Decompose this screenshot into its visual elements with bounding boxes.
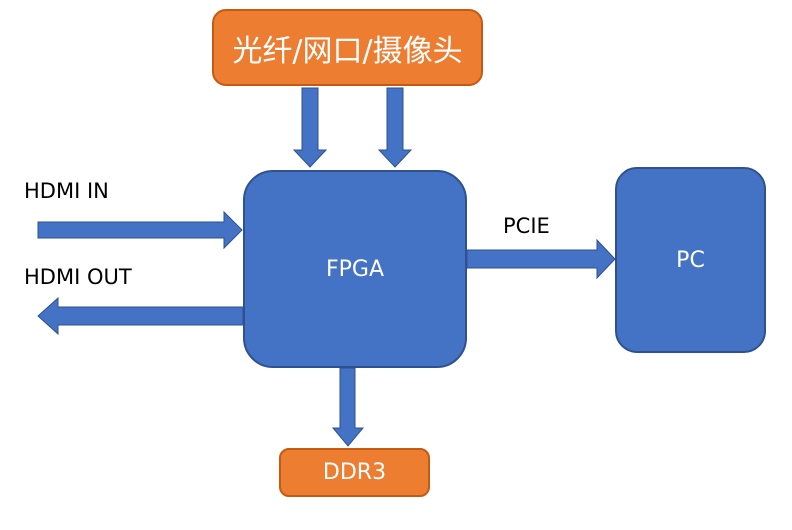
- source-block: 光纤/网口/摄像头: [212, 9, 483, 86]
- hdmi-in-label: HDMI IN: [24, 179, 109, 203]
- pc-block: PC: [615, 167, 766, 353]
- hdmi-out-label: HDMI OUT: [24, 265, 132, 289]
- source-label: 光纤/网口/摄像头: [232, 33, 463, 69]
- ddr3-label: DDR3: [322, 460, 387, 485]
- fpga-label: FPGA: [325, 256, 385, 282]
- arrow-fpga-to-ddr: [331, 367, 365, 447]
- arrow-pcie: [466, 238, 616, 280]
- arrow-hdmi-out: [37, 296, 244, 336]
- arrow-hdmi-in: [37, 210, 243, 250]
- arrow-source-to-fpga-left: [292, 87, 328, 168]
- ddr3-block: DDR3: [279, 448, 430, 497]
- pcie-label: PCIE: [503, 214, 550, 238]
- pc-label: PC: [676, 247, 705, 273]
- arrow-source-to-fpga-right: [377, 87, 413, 168]
- fpga-block: FPGA: [243, 170, 467, 368]
